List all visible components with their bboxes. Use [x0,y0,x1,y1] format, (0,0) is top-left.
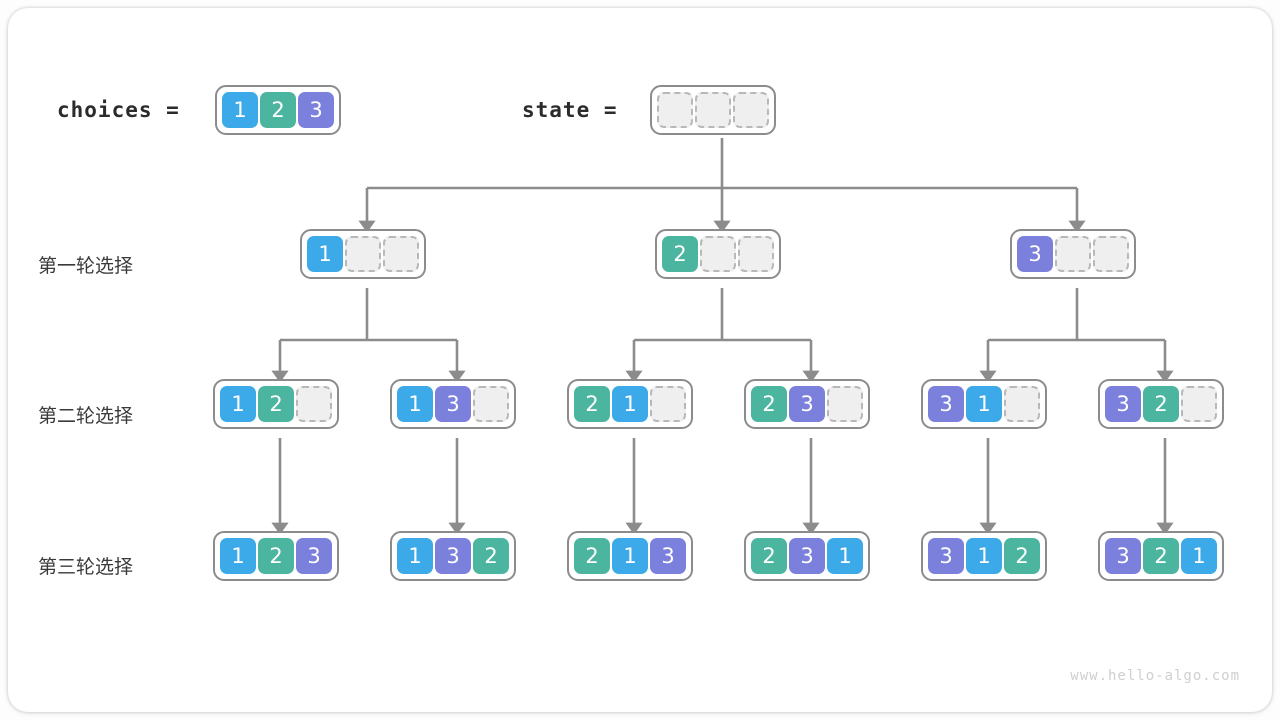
array-cell-filled: 1 [966,386,1002,422]
array-cell-filled: 2 [260,92,296,128]
array-cell-empty [1004,386,1040,422]
watermark: www.hello-algo.com [1070,668,1240,684]
array-cell-filled: 2 [1143,386,1179,422]
array-cell-filled: 1 [397,538,433,574]
array-cell-empty [738,236,774,272]
array-cell-filled: 2 [751,386,787,422]
array-cell-filled: 3 [296,538,332,574]
array-cell-filled: 2 [258,538,294,574]
array-cell-filled: 1 [612,538,648,574]
array-cell-filled: 3 [650,538,686,574]
array-cell-filled: 2 [1143,538,1179,574]
array-cell-empty [1093,236,1129,272]
array-cell-empty [296,386,332,422]
array-cell-filled: 1 [1181,538,1217,574]
array-cell-empty [383,236,419,272]
array-cell-filled: 3 [1105,386,1141,422]
array-cell-filled: 3 [789,538,825,574]
array-cell-empty [827,386,863,422]
array-cell-filled: 2 [258,386,294,422]
round-label-1: 第一轮选择 [38,255,134,277]
array-cell-filled: 3 [928,538,964,574]
array-cell-empty [650,386,686,422]
state-array [650,85,776,135]
array-cell-empty [657,92,693,128]
state-node-round1-3: 3 [1010,229,1136,279]
choices-label: choices = [57,98,180,122]
array-cell-empty [733,92,769,128]
array-cell-filled: 1 [966,538,1002,574]
array-cell-filled: 2 [662,236,698,272]
array-cell-filled: 1 [222,92,258,128]
array-cell-filled: 3 [298,92,334,128]
array-cell-filled: 3 [1017,236,1053,272]
array-cell-filled: 3 [1105,538,1141,574]
array-cell-filled: 1 [220,538,256,574]
array-cell-empty [700,236,736,272]
array-cell-filled: 2 [473,538,509,574]
diagram-card [8,8,1272,712]
round-label-3: 第三轮选择 [38,556,134,578]
array-cell-filled: 3 [928,386,964,422]
array-cell-filled: 2 [574,538,610,574]
array-cell-empty [695,92,731,128]
array-cell-filled: 1 [827,538,863,574]
array-cell-filled: 1 [612,386,648,422]
state-label: state = [522,98,618,122]
array-cell-empty [1055,236,1091,272]
array-cell-empty [473,386,509,422]
array-cell-filled: 2 [751,538,787,574]
state-node-round1-1: 1 [300,229,426,279]
array-cell-empty [345,236,381,272]
round-label-2: 第二轮选择 [38,405,134,427]
array-cell-filled: 3 [435,538,471,574]
array-cell-filled: 2 [574,386,610,422]
array-cell-filled: 3 [789,386,825,422]
array-cell-filled: 1 [397,386,433,422]
array-cell-filled: 1 [220,386,256,422]
array-cell-filled: 3 [435,386,471,422]
state-node-round1-2: 2 [655,229,781,279]
array-cell-empty [1181,386,1217,422]
array-cell-filled: 1 [307,236,343,272]
array-cell-filled: 2 [1004,538,1040,574]
